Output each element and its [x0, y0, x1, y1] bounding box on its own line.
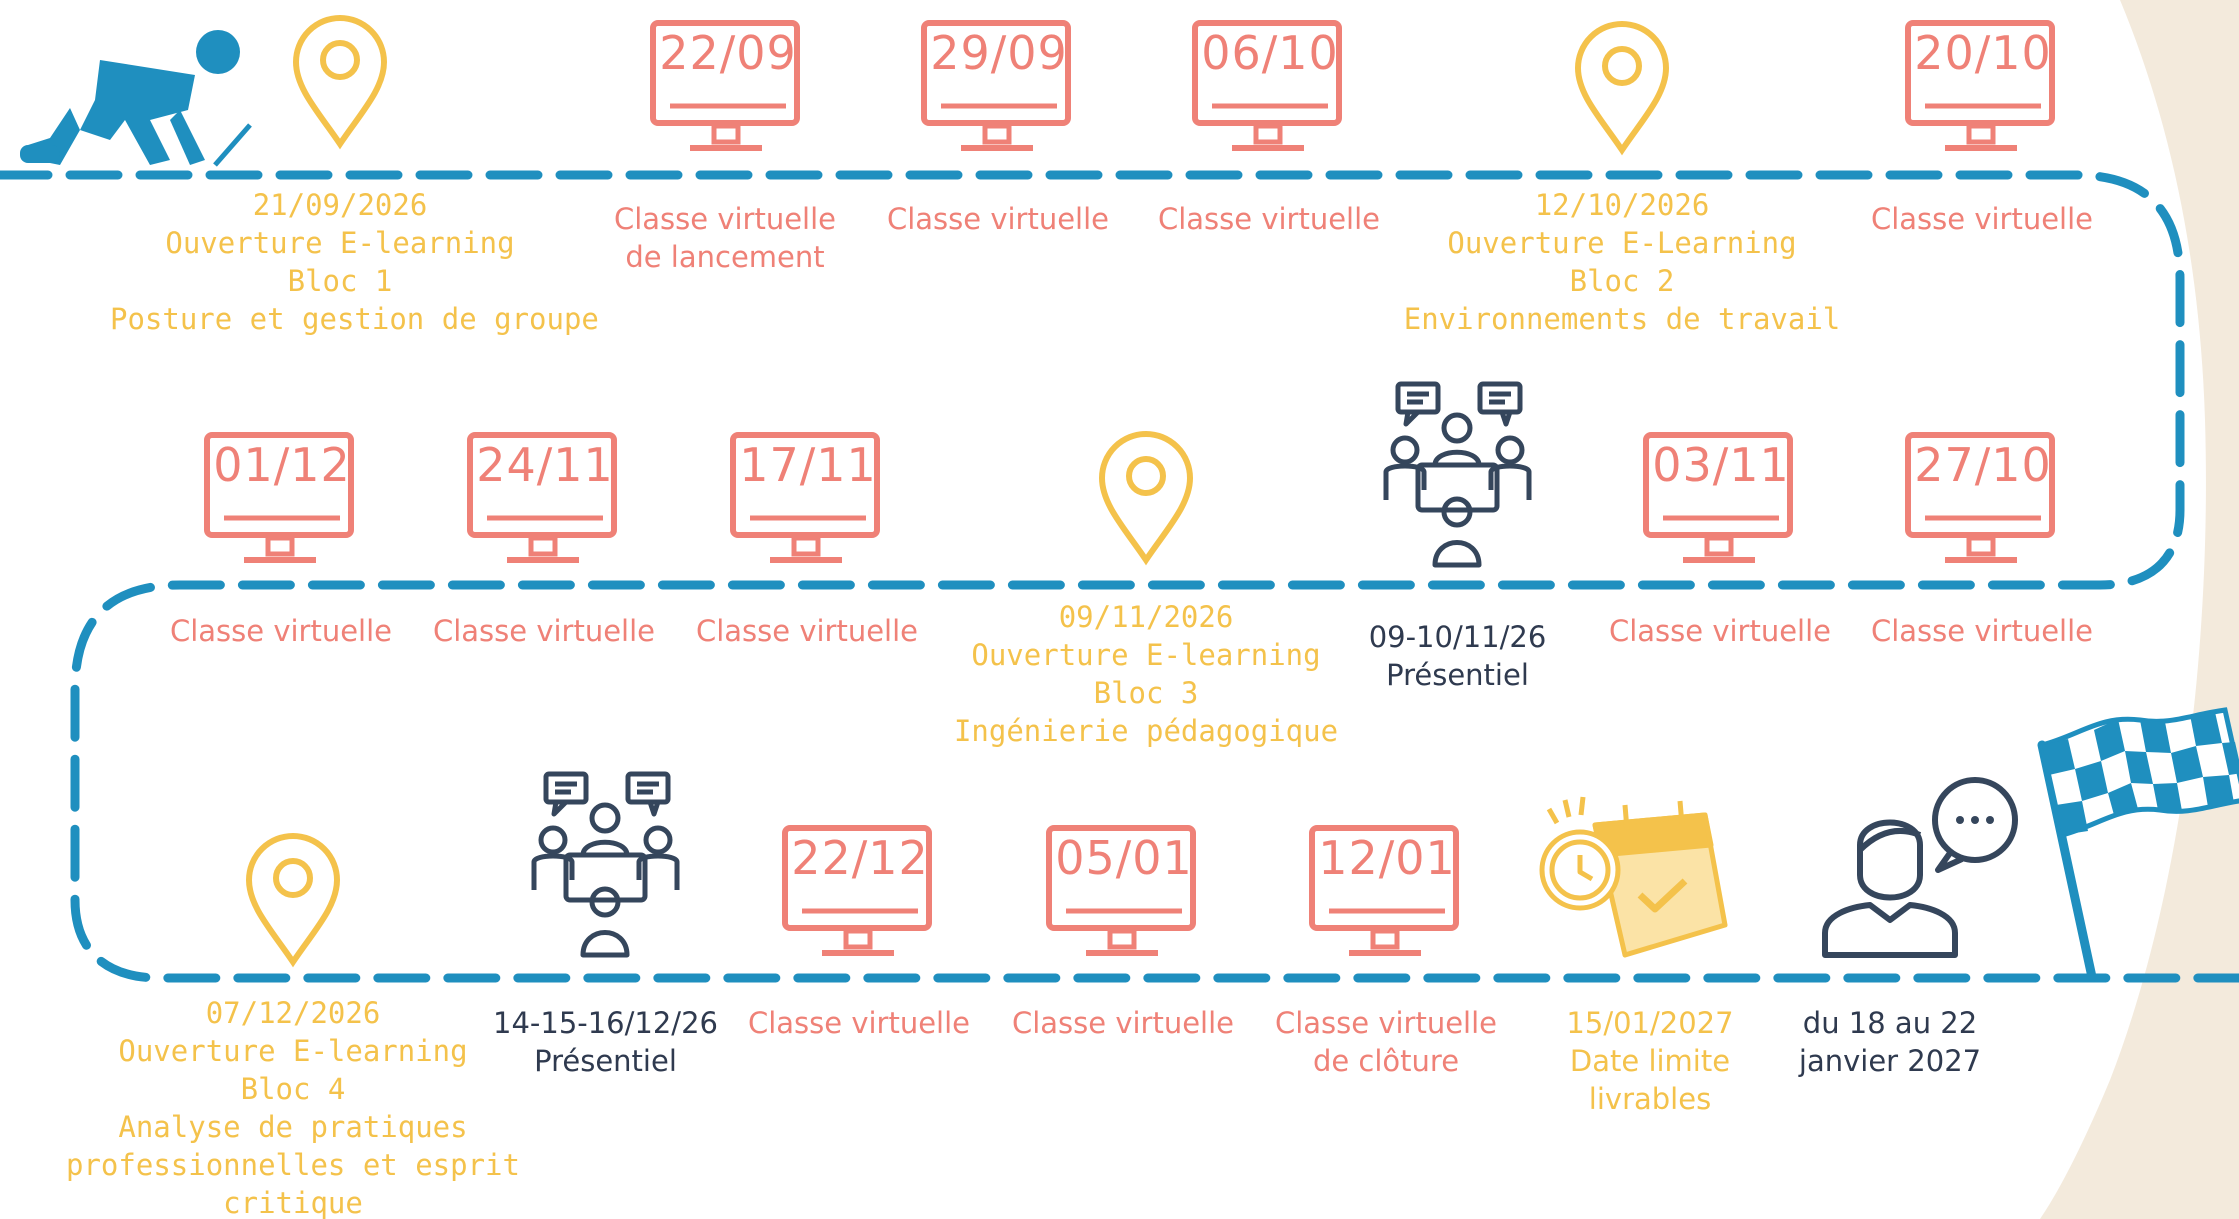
session-date: 20/10 [1914, 26, 2052, 80]
monitor-icon: 22/12 [782, 825, 938, 965]
pin-label-bloc1: 21/09/2026 Ouverture E-learning Bloc 1 P… [110, 188, 599, 336]
monitor-icon: 01/12 [204, 432, 360, 572]
monitor-icon: 03/11 [1643, 432, 1799, 572]
monitor-icon: 27/10 [1905, 432, 2061, 572]
map-pin-icon [292, 15, 388, 150]
session-date: 27/10 [1914, 438, 2052, 492]
session-date: 17/11 [739, 438, 877, 492]
calendar-clock-icon [1539, 796, 1728, 958]
session-date: 03/11 [1652, 438, 1790, 492]
monitor-icon: 06/10 [1192, 20, 1348, 160]
map-pin-icon [245, 833, 341, 968]
checkered-flag-icon [2037, 707, 2239, 982]
pin-label-bloc4: 07/12/2026 Ouverture E-learning Bloc 4 A… [66, 996, 520, 1219]
session-label: Classe virtuelle [1870, 614, 2094, 648]
monitor-icon: 24/11 [467, 432, 623, 572]
session-label: Classe virtuelle [169, 614, 393, 648]
person-speech-icon [1822, 777, 2018, 958]
pin-label-bloc3: 09/11/2026 Ouverture E-learning Bloc 3 I… [953, 600, 1339, 748]
session-date: 22/12 [791, 831, 929, 885]
session-label: Classe virtuelle [747, 1006, 971, 1040]
map-pin-icon [1574, 21, 1670, 156]
session-date: 06/10 [1201, 26, 1339, 80]
monitor-icon: 12/01 [1309, 825, 1465, 965]
session-date: 22/09 [659, 26, 797, 80]
session-label: Classe virtuelle [1157, 202, 1381, 236]
session-date: 05/01 [1055, 831, 1193, 885]
session-label: Classe virtuelle [1011, 1006, 1235, 1040]
runner-start-icon [20, 30, 252, 167]
monitor-icon: 29/09 [921, 20, 1077, 160]
session-date: 29/09 [930, 26, 1068, 80]
session-date: 24/11 [476, 438, 614, 492]
session-label: Classe virtuelle [1608, 614, 1832, 648]
map-pin-icon [1098, 431, 1194, 566]
session-date: 01/12 [213, 438, 351, 492]
monitor-icon: 17/11 [730, 432, 886, 572]
session-label: Classe virtuelle [1870, 202, 2094, 236]
meeting-icon [531, 771, 680, 958]
session-label: Classe virtuelle [886, 202, 1110, 236]
monitor-icon: 05/01 [1046, 825, 1202, 965]
pin-label-bloc2: 12/10/2026 Ouverture E-Learning Bloc 2 E… [1403, 188, 1841, 336]
session-label: Classe virtuelle [432, 614, 656, 648]
monitor-icon: 22/09 [650, 20, 806, 160]
meeting-icon [1383, 381, 1532, 568]
session-label: Classe virtuelle [695, 614, 919, 648]
monitor-icon: 20/10 [1905, 20, 2061, 160]
session-date: 12/01 [1318, 831, 1456, 885]
